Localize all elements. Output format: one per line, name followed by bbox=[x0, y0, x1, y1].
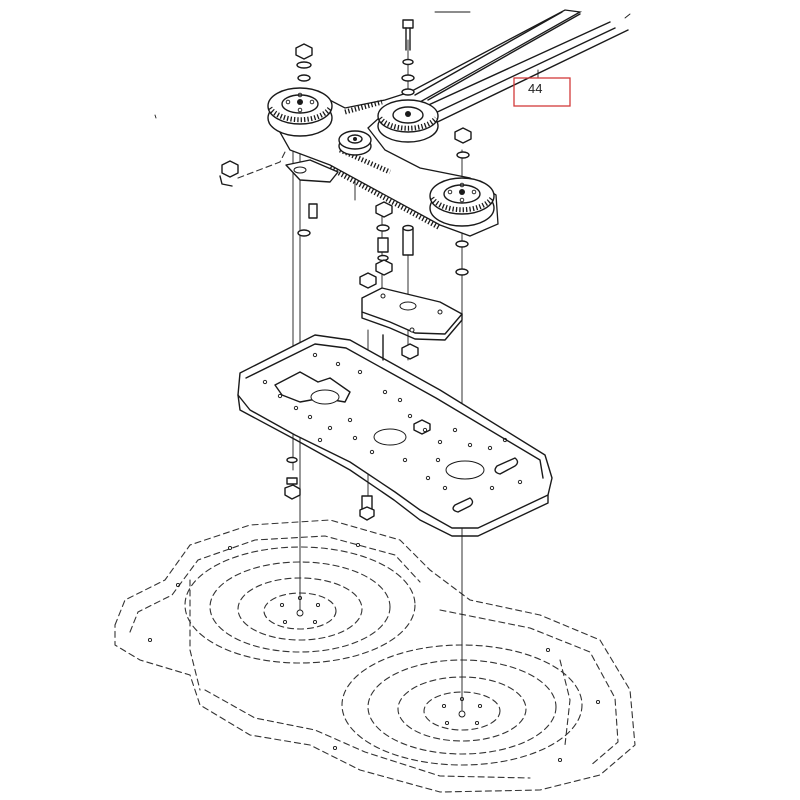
mower-deck-outline bbox=[114, 519, 636, 793]
callout-label: 44 bbox=[528, 81, 542, 96]
callout-box bbox=[513, 77, 571, 107]
left-spacer bbox=[297, 203, 318, 237]
left-pulley bbox=[267, 87, 333, 137]
idler-bracket bbox=[361, 287, 463, 341]
small-idler-pulley bbox=[338, 130, 372, 156]
drive-belt bbox=[271, 9, 629, 237]
deck-mounting-plate bbox=[237, 334, 553, 537]
nut-left-top bbox=[295, 43, 313, 82]
bolt-bottom-center bbox=[359, 495, 375, 521]
hitch-pin-nut bbox=[219, 151, 286, 187]
fasteners bbox=[219, 19, 472, 521]
callout-44[interactable]: 44 bbox=[513, 69, 571, 107]
right-pulley bbox=[429, 177, 495, 227]
middle-stack bbox=[375, 201, 414, 276]
bolt-bottom-left bbox=[284, 456, 301, 500]
nut-right-top bbox=[454, 127, 472, 276]
stray-marks bbox=[154, 11, 631, 119]
top-pulley bbox=[377, 99, 439, 143]
bracket-nut bbox=[359, 272, 419, 361]
bolt-top bbox=[401, 19, 415, 96]
idler-arm bbox=[285, 159, 339, 183]
